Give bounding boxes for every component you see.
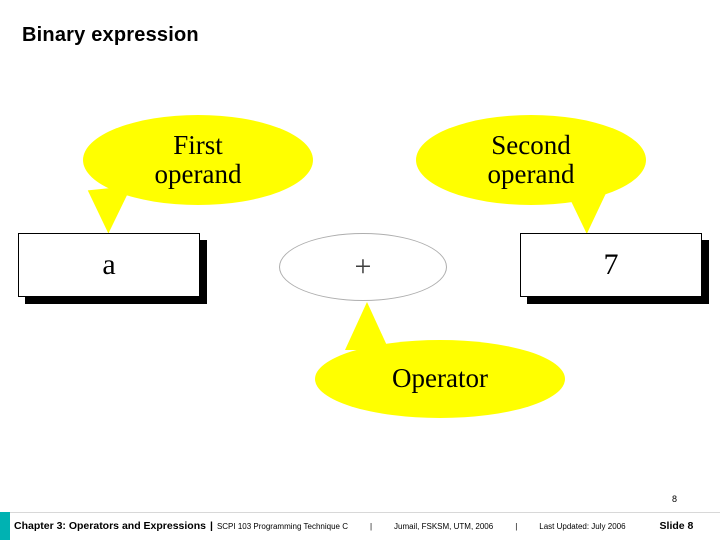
footer-bar — [0, 512, 720, 541]
callout-operator: Operator — [315, 340, 565, 418]
left-operand-box: a — [18, 233, 200, 297]
right-operand-value: 7 — [603, 248, 619, 281]
footer-last-updated: Last Updated: July 2006 — [539, 521, 626, 531]
right-operand-box: 7 — [520, 233, 702, 297]
callout-tail-operator — [345, 302, 389, 350]
footer-course: SCPI 103 Programming Technique C — [216, 521, 348, 531]
operator-symbol: + — [354, 250, 372, 283]
page-title: Binary expression — [22, 24, 199, 46]
footer-author: Jumail, FSKSM, UTM, 2006 — [394, 521, 494, 531]
footer-accent-block — [0, 512, 10, 540]
footer-separator-3: | — [515, 521, 518, 531]
footer-separator-2: | — [369, 521, 373, 531]
footer: Chapter 3: Operators and Expressions | S… — [10, 512, 720, 540]
footer-separator-1: | — [209, 520, 213, 532]
footer-chapter: Chapter 3: Operators and Expressions — [14, 520, 206, 532]
footer-slide-label: Slide 8 — [659, 520, 694, 532]
left-operand-value: a — [102, 248, 116, 281]
operator-ellipse: + — [279, 233, 447, 301]
callout-operator-label: Operator — [392, 363, 488, 394]
page-number: 8 — [671, 494, 677, 504]
